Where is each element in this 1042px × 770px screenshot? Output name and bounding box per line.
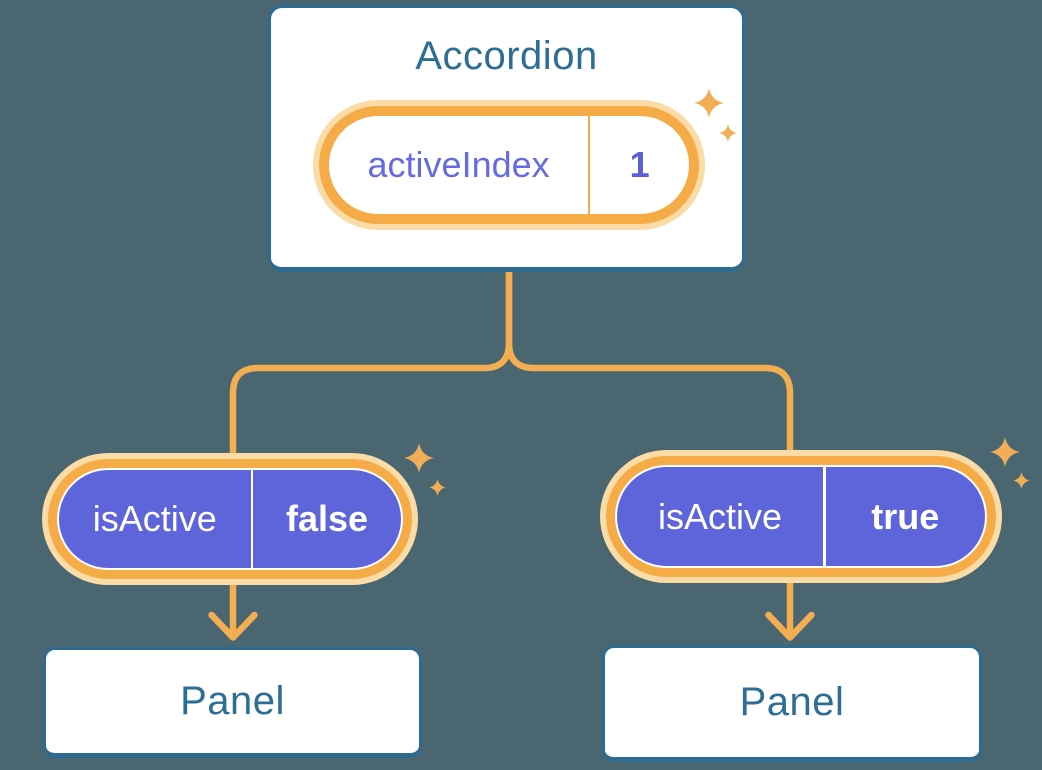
sparkle-icon [404,443,434,473]
right-panel-card: Panel [602,645,982,762]
accordion-card-title: Accordion [415,34,598,78]
sparkle-icon [429,479,446,496]
sparkle-icon [694,88,724,118]
state-name-label: activeIndex [367,144,550,185]
sparkle-icon [719,124,737,142]
right-panel-title: Panel [739,680,845,724]
left-panel-title: Panel [180,679,285,723]
state-value-label: 1 [629,144,650,185]
pill-divider [250,470,254,568]
arrowhead-left-icon [208,611,258,641]
prop-name-label: isActive [658,495,783,537]
sparkle-icon [1013,472,1030,489]
prop-name-label: isActive [92,498,217,539]
connector-left-branch [229,266,513,641]
prop-value-label: true [871,495,940,537]
arrowhead-right-icon [765,611,815,641]
right-prop-pill-inner: isActive true [615,465,987,568]
prop-value-label: false [285,498,369,539]
left-prop-pill: isActive false [48,459,412,579]
accordion-card: Accordion activeIndex 1 [268,5,745,272]
right-prop-pill: isActive true [606,456,996,577]
connector-right-branch [505,266,794,641]
pill-divider [823,467,826,566]
pill-divider [588,116,591,214]
sparkle-icon [990,437,1020,467]
left-panel-card: Panel [43,647,422,758]
accordion-state-pill: activeIndex 1 [319,106,699,224]
left-prop-pill-inner: isActive false [57,468,403,570]
